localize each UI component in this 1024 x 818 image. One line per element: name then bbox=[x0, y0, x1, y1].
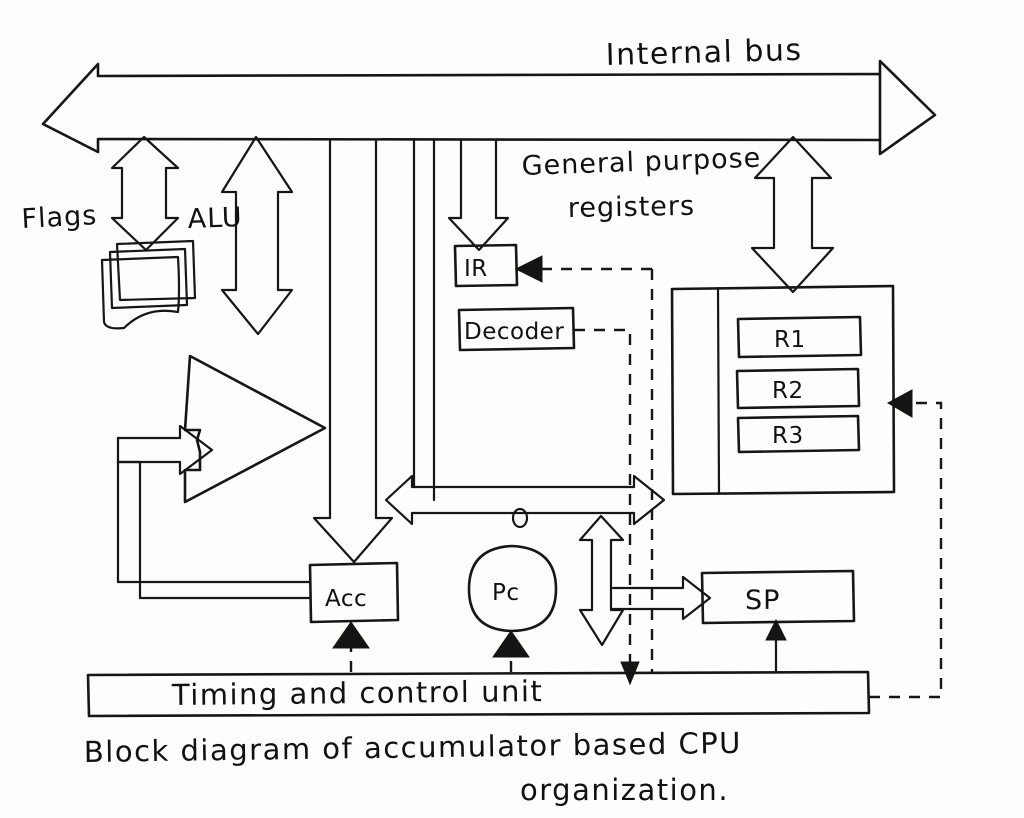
stack-pointer[interactable]: SP bbox=[700, 569, 856, 625]
register-r1[interactable]: R1 bbox=[736, 315, 863, 359]
control-line-to-acc bbox=[332, 621, 370, 672]
bus-vertical-lines-center bbox=[412, 138, 436, 502]
timing-and-control-unit-label: Timing and control unit bbox=[171, 674, 544, 712]
control-line-to-sp bbox=[765, 618, 787, 674]
register-r2[interactable]: R2 bbox=[735, 367, 861, 410]
control-to-ir-dashed bbox=[514, 255, 654, 672]
sp-input-arrow bbox=[611, 575, 712, 621]
program-counter[interactable]: Pc bbox=[467, 544, 558, 633]
control-line-to-pc bbox=[492, 630, 530, 672]
bus-to-ir-arrow bbox=[447, 138, 510, 252]
alu-bus-arrow bbox=[220, 135, 294, 336]
r2-label: R2 bbox=[772, 378, 804, 404]
ir-label: IR bbox=[464, 256, 488, 282]
bus-to-acc-arrow bbox=[312, 138, 394, 564]
general-purpose-registers[interactable]: R1 R2 R3 bbox=[670, 284, 896, 496]
control-to-gpr-dashed bbox=[869, 389, 943, 699]
flags-bus-arrow bbox=[110, 135, 180, 252]
ink-mark-o bbox=[511, 507, 529, 529]
r1-label: R1 bbox=[774, 327, 806, 353]
alu-label: ALU bbox=[187, 202, 243, 235]
instruction-register[interactable]: IR bbox=[453, 243, 519, 288]
flags-label: Flags bbox=[21, 200, 98, 235]
gpr-label-line2: registers bbox=[568, 191, 696, 224]
gpr-label-line1: General purpose bbox=[521, 143, 762, 182]
pc-sp-vertical-arrow bbox=[578, 514, 625, 647]
acc-label: Acc bbox=[325, 586, 367, 612]
register-r3[interactable]: R3 bbox=[736, 414, 861, 454]
alu-left-input-arrow bbox=[116, 424, 214, 476]
pc-label: Pc bbox=[492, 580, 520, 606]
accumulator[interactable]: Acc bbox=[308, 561, 400, 624]
internal-bus-label: Internal bus bbox=[605, 33, 803, 73]
decoder-label: Decoder bbox=[464, 319, 564, 345]
decoder-to-control-dashed bbox=[574, 328, 640, 686]
decoder[interactable]: Decoder bbox=[457, 306, 576, 352]
caption-line-1: Block diagram of accumulator based CPU bbox=[84, 726, 743, 769]
internal-bus bbox=[41, 59, 937, 156]
caption-line-2: organization. bbox=[520, 773, 729, 807]
timing-and-control-unit[interactable]: Timing and control unit bbox=[86, 670, 871, 718]
alu-triangle bbox=[183, 354, 327, 504]
sp-label: SP bbox=[745, 585, 780, 616]
acc-to-alu-feedback bbox=[116, 436, 312, 600]
r3-label: R3 bbox=[772, 423, 804, 449]
gpr-bus-arrow bbox=[750, 135, 835, 294]
acc-gpr-bidirectional-arrow bbox=[384, 474, 666, 526]
flags-card-stack bbox=[100, 239, 197, 330]
